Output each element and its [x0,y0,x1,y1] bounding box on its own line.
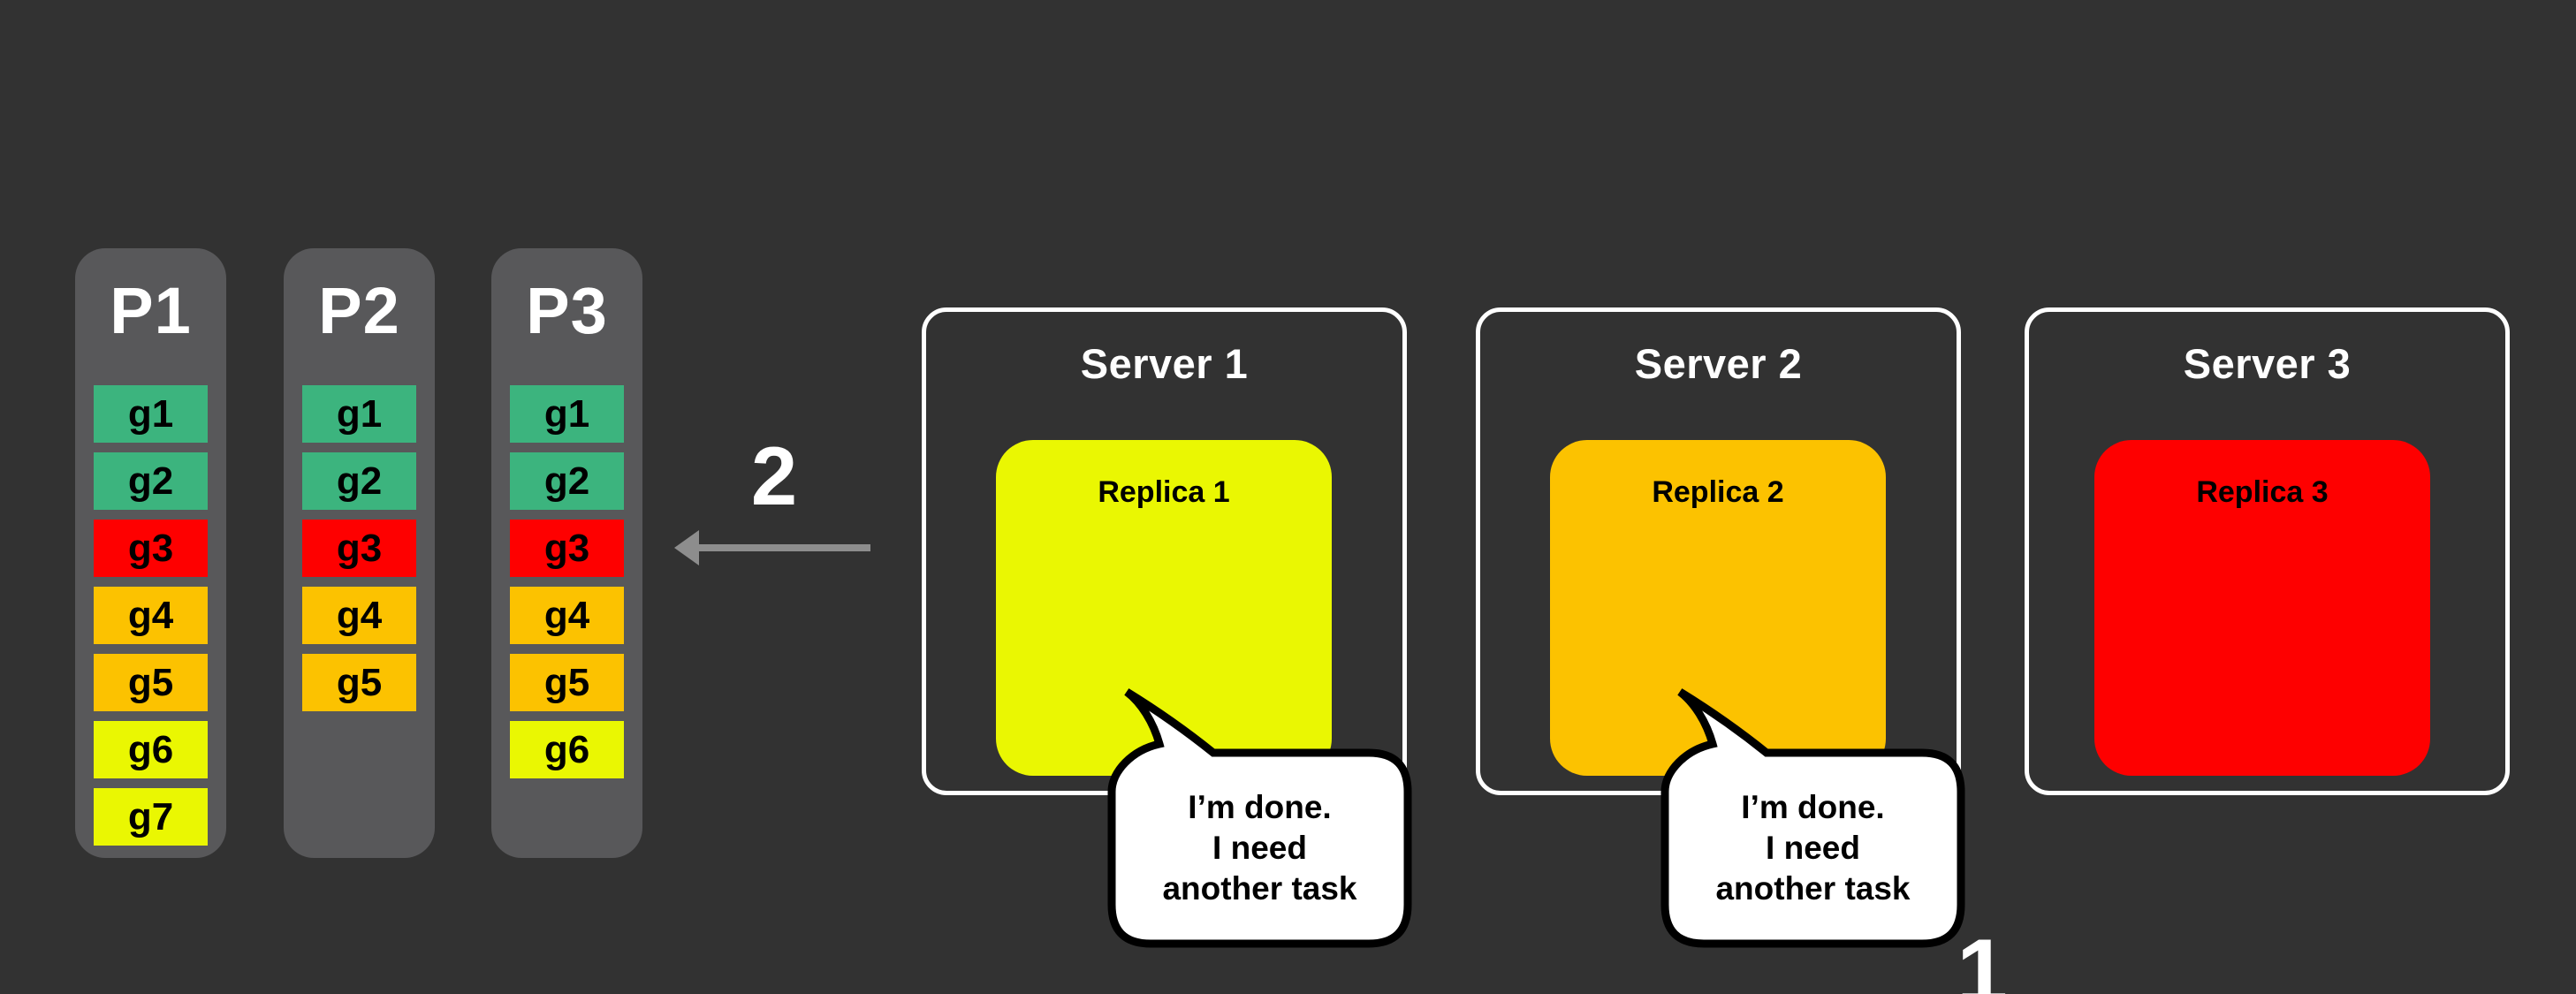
replica-card-3: Replica 3 [2094,440,2430,776]
speech-bubble-shape [1107,688,1412,948]
task-block: g1 [510,385,624,443]
replica-label: Replica 1 [1098,475,1230,509]
task-label: g6 [127,727,174,771]
speech-bubble-line: I’m done. [1188,789,1332,825]
task-block: g3 [510,520,624,577]
task-label: g5 [127,660,174,704]
server-title: Server 1 [1080,340,1249,387]
task-block: g3 [94,520,208,577]
partition-column-p2: P2 g1 g2 g3 g4 g5 [284,248,435,858]
task-list: g1 g2 g3 g4 g5 [302,385,416,711]
task-label: g3 [543,526,590,570]
server-title: Server 3 [2183,340,2352,387]
task-label: g4 [336,593,383,637]
step-1-label: 1 [1957,921,2008,994]
speech-bubble-line: I need [1212,830,1307,866]
task-label: g3 [336,526,383,570]
speech-bubble: I’m done. I need another task [1665,753,1961,944]
task-block: g5 [510,654,624,711]
speech-bubble-outline [1660,688,1965,948]
task-label: g1 [127,391,174,436]
task-block: g1 [302,385,416,443]
speech-bubble-line: I need [1766,830,1860,866]
step-2-label: 2 [750,429,798,522]
task-label: g7 [127,794,174,838]
task-label: g4 [543,593,590,637]
speech-bubble-line: I’m done. [1741,789,1885,825]
partition-title: P1 [110,274,192,347]
server-title: Server 2 [1634,340,1803,387]
task-block: g4 [94,587,208,644]
task-label: g6 [543,727,590,771]
left-arrow-icon [674,530,870,565]
task-label: g2 [543,459,590,503]
task-label: g4 [127,593,174,637]
task-block: g1 [94,385,208,443]
speech-bubble-line: another task [1715,870,1911,907]
task-label: g3 [127,526,174,570]
task-block: g3 [302,520,416,577]
task-label: g5 [336,660,383,704]
task-block: g5 [302,654,416,711]
task-label: g2 [127,459,174,503]
task-block: g4 [510,587,624,644]
task-list: g1 g2 g3 g4 g5 g6 [510,385,624,778]
task-block: g5 [94,654,208,711]
task-block: g2 [302,452,416,510]
speech-bubble: I’m done. I need another task [1112,753,1408,944]
task-block: g7 [94,788,208,846]
task-block: g2 [510,452,624,510]
task-list: g1 g2 g3 g4 g5 g6 g7 [94,385,208,846]
task-block: g2 [94,452,208,510]
partition-title: P3 [526,274,608,347]
arrow-head [674,530,699,565]
task-label: g2 [336,459,383,503]
replica-label: Replica 2 [1652,475,1784,509]
partition-column-p3: P3 g1 g2 g3 g4 g5 g6 [491,248,642,858]
task-label: g5 [543,660,590,704]
partition-column-p1: P1 g1 g2 g3 g4 g5 g6 g7 [75,248,226,858]
partition-title: P2 [318,274,400,347]
replica-label: Replica 3 [2196,475,2329,509]
server-box-3: Server 3 [2025,307,2510,795]
task-label: g1 [543,391,590,436]
task-block: g6 [94,721,208,778]
speech-bubble-line: another task [1162,870,1357,907]
task-block: g6 [510,721,624,778]
speech-bubble-shape [1660,688,1965,948]
task-block: g4 [302,587,416,644]
task-label: g1 [336,391,383,436]
speech-bubble-outline [1107,688,1412,948]
